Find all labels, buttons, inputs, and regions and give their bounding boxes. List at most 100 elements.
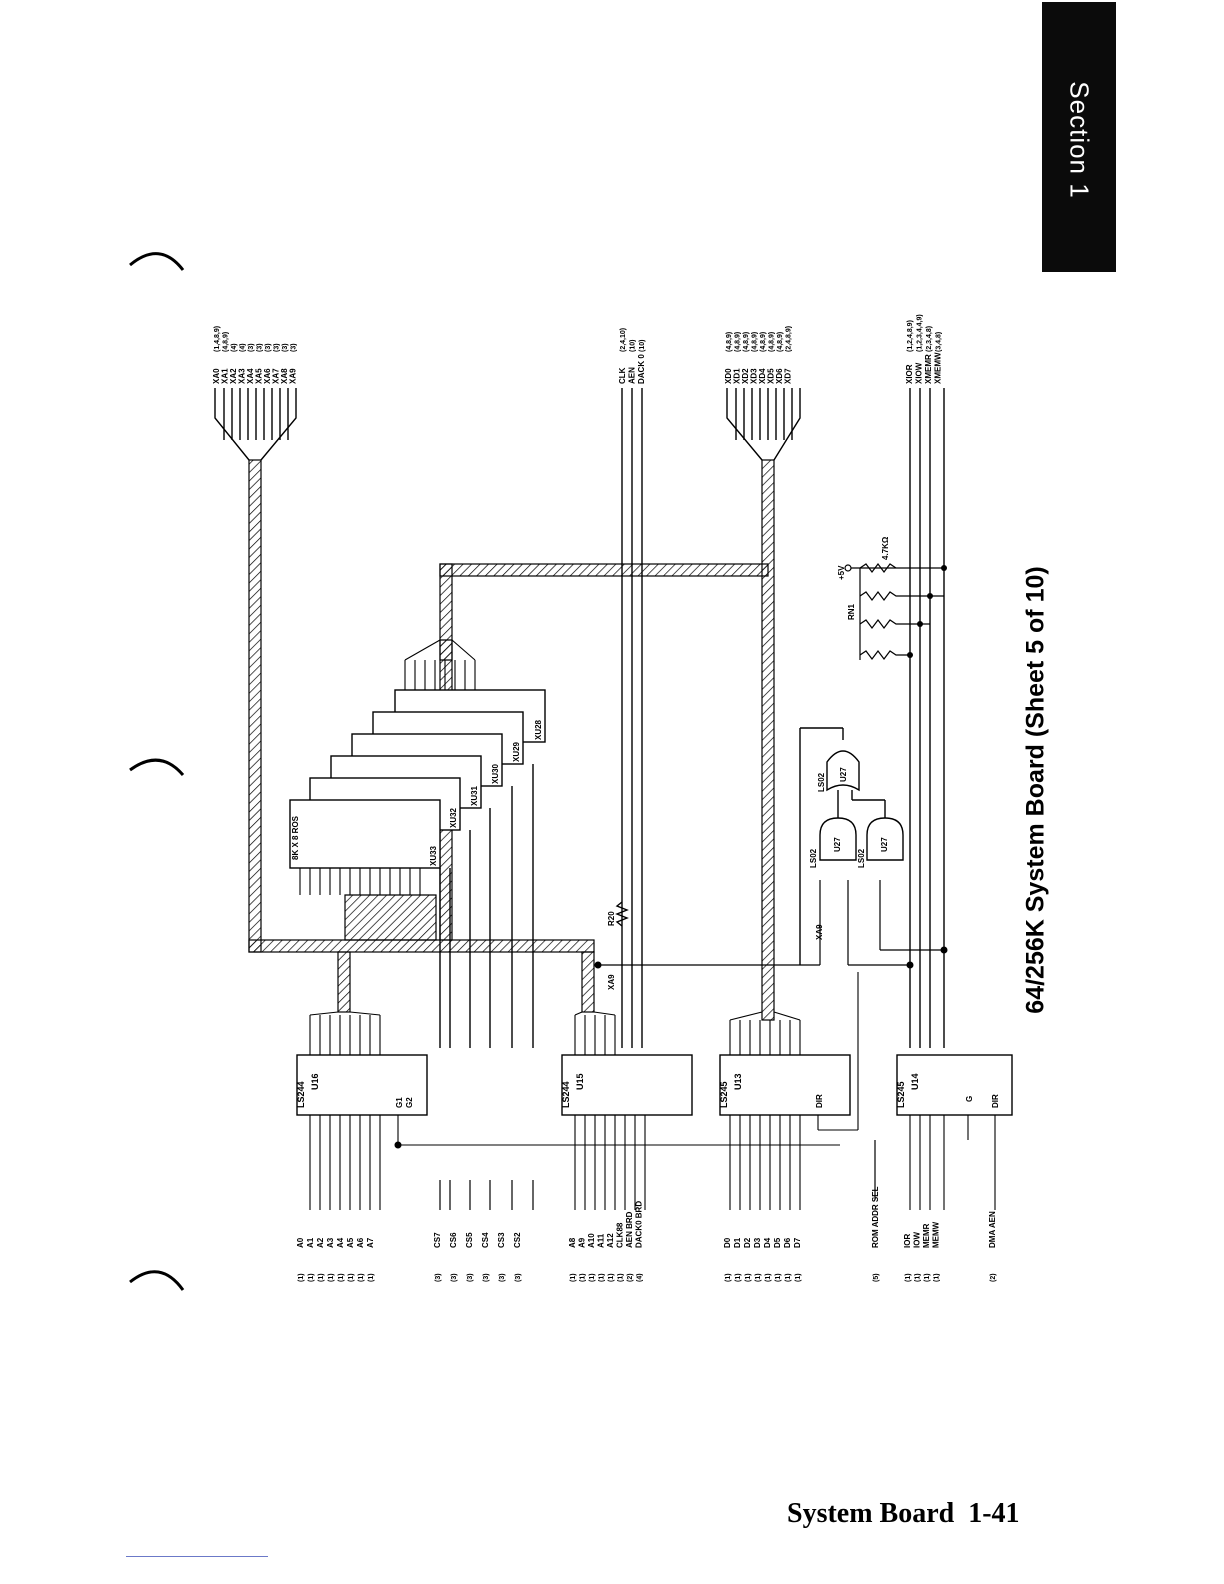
- right-signal-name: XD1: [733, 368, 742, 384]
- binder-mark-top: [129, 252, 185, 271]
- left-signal-name: A12: [606, 1233, 615, 1248]
- right-signal-name: XD3: [750, 368, 759, 384]
- r20-resistor: [615, 901, 629, 927]
- xa-bus-fanout: [214, 388, 297, 461]
- right-signal-name: XA8: [280, 368, 289, 384]
- u16-lines: [309, 1011, 840, 1210]
- gate-u27a-type: LS02: [809, 848, 818, 868]
- u13-ref-label: U13: [733, 1073, 743, 1090]
- right-signal-name: XD4: [758, 368, 767, 384]
- left-signal-ref: (1): [318, 1273, 325, 1282]
- left-signal-ref: (3): [483, 1273, 490, 1282]
- left-signal-name: IOW: [913, 1232, 922, 1248]
- rom-xu28-label: XU28: [534, 719, 543, 740]
- left-signal-ref: (1): [580, 1273, 587, 1282]
- left-signal-name: D3: [753, 1237, 762, 1248]
- right-signal-name: XIOW: [915, 362, 924, 384]
- left-signal-ref: (1): [608, 1273, 615, 1282]
- right-signal-ref: (3): [282, 343, 289, 352]
- right-signal-name: AEN: [628, 367, 637, 384]
- right-signal-ref: (1,2,4,8,9): [907, 320, 914, 352]
- xa9-label-a: XA9: [607, 974, 616, 990]
- u13-lines: [729, 972, 859, 1210]
- cs-lines: [439, 764, 534, 1048]
- u16-type-label: LS244: [296, 1081, 306, 1108]
- left-signal-ref: (1): [338, 1273, 345, 1282]
- binder-mark-middle: [129, 758, 185, 776]
- right-signal-name: XA4: [246, 368, 255, 384]
- right-signal-ref: (1,2,3,4,4,9): [917, 314, 924, 352]
- right-signal-ref: (4): [231, 343, 238, 352]
- left-signal-name: DACK0 BRD: [635, 1201, 644, 1248]
- left-signal-ref: (1): [785, 1273, 792, 1282]
- left-signal-name: IOR: [903, 1234, 912, 1248]
- left-signal-ref: (5): [873, 1273, 880, 1282]
- left-input-lines: [439, 1140, 876, 1210]
- u15-type-label: LS244: [561, 1081, 571, 1108]
- gate-u27b-ref: U27: [880, 837, 889, 852]
- footer-page-number: 1-41: [968, 1498, 1020, 1529]
- left-signal-ref: (1): [618, 1273, 625, 1282]
- left-signal-ref: (3): [499, 1273, 506, 1282]
- u15-ref-label: U15: [575, 1073, 585, 1090]
- left-signal-name: D5: [773, 1237, 782, 1248]
- gate-u27c-type: LS02: [817, 772, 826, 792]
- left-signal-name: DMA AEN: [988, 1211, 997, 1248]
- junction-dot: [594, 961, 602, 969]
- right-signal-ref: (1,4,8,9): [214, 326, 221, 352]
- right-signal-ref: (4,8,9): [752, 332, 759, 352]
- right-signal-ref: (3): [274, 343, 281, 352]
- left-signal-ref: (1): [735, 1273, 742, 1282]
- right-signal-name: XD2: [741, 368, 750, 384]
- left-signal-ref: (4): [637, 1273, 644, 1282]
- right-signal-name: DACK 0: [637, 354, 646, 384]
- left-signal-ref: (3): [515, 1273, 522, 1282]
- right-signal-ref: (3): [291, 343, 298, 352]
- resistor-value-label: 4.7KΩ: [881, 536, 890, 560]
- u15-lines: [574, 1011, 646, 1210]
- junction-dot: [906, 961, 914, 969]
- gate-u27c-ref: U27: [839, 767, 848, 782]
- u14-g-label: G: [965, 1096, 974, 1102]
- right-signal-ref: (2,3,4,8): [926, 326, 933, 352]
- right-signal-ref: (4,8,9): [769, 332, 776, 352]
- junction-dot: [917, 621, 923, 627]
- xa9-label-b: XA9: [815, 924, 824, 940]
- left-signal-name: D6: [783, 1237, 792, 1248]
- left-signal-name: D4: [763, 1237, 772, 1248]
- clk-aen-dack-lines: [621, 388, 643, 1048]
- left-signal-name: D1: [733, 1237, 742, 1248]
- right-signal-name: XD5: [767, 368, 776, 384]
- sheet-title: 64/256K System Board (Sheet 5 of 10): [1021, 566, 1050, 1014]
- right-signal-name: XIOR: [905, 364, 914, 384]
- left-signal-name: MEMR: [922, 1223, 931, 1248]
- rom-xu29-label: XU29: [512, 741, 521, 762]
- left-signal-ref: (1): [755, 1273, 762, 1282]
- u16-chip: [296, 1054, 428, 1116]
- right-signal-name: XA7: [272, 368, 281, 384]
- left-signal-name: CS7: [433, 1232, 442, 1248]
- left-signal-ref: (1): [348, 1273, 355, 1282]
- right-signal-name: XA2: [229, 368, 238, 384]
- left-signal-name: D2: [743, 1237, 752, 1248]
- rom-stack: [289, 689, 546, 869]
- left-signal-name: A3: [326, 1237, 335, 1248]
- rn1-network: [844, 563, 944, 660]
- junction-dot: [927, 593, 933, 599]
- left-signal-ref: (1): [328, 1273, 335, 1282]
- right-signal-name: XD0: [724, 368, 733, 384]
- left-signal-ref: (1): [298, 1273, 305, 1282]
- left-signal-ref: (2): [990, 1273, 997, 1282]
- rom-data-lines: [404, 639, 476, 690]
- rom-address-lines: [299, 868, 421, 895]
- right-signal-name: XA1: [221, 368, 230, 384]
- left-signal-name: A2: [316, 1237, 325, 1248]
- right-signal-labels: XA0(1,4,8,9)XA1(4,8,9)XA2(4)XA3(4)XA4(3)…: [212, 314, 943, 384]
- nor-gates: [799, 727, 904, 965]
- left-signal-name: CS4: [481, 1232, 490, 1248]
- left-signal-name: A9: [578, 1237, 587, 1248]
- left-signal-ref: (1): [725, 1273, 732, 1282]
- right-signal-ref: (4,8,9): [760, 332, 767, 352]
